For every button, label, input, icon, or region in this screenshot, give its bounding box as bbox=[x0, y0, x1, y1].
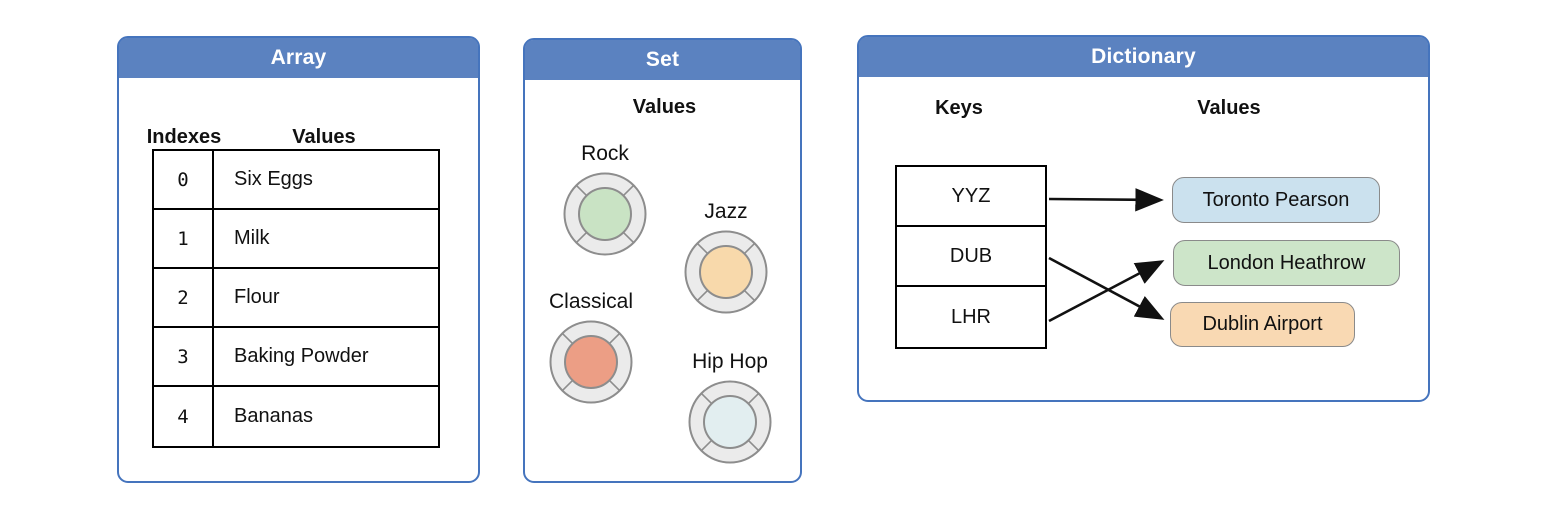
record-disc-icon bbox=[549, 320, 633, 404]
array-values-heading: Values bbox=[292, 126, 356, 148]
table-row: 3 Baking Powder bbox=[154, 328, 438, 387]
array-value: Milk bbox=[234, 227, 270, 249]
dictionary-values-heading: Values bbox=[1197, 97, 1261, 119]
dictionary-key: DUB bbox=[897, 227, 1045, 287]
record-disc-icon bbox=[688, 380, 772, 464]
set-item-label: Hip Hop bbox=[692, 350, 768, 373]
set-values-heading: Values bbox=[632, 96, 697, 118]
table-row: 0 Six Eggs bbox=[154, 151, 438, 210]
set-panel-title: Set bbox=[525, 40, 800, 80]
array-value: Bananas bbox=[234, 405, 313, 427]
array-index: 3 bbox=[154, 328, 214, 385]
arrow-yyz-to-toronto bbox=[1048, 188, 1164, 212]
set-item-hip-hop: Hip Hop bbox=[670, 350, 790, 467]
dictionary-key: YYZ bbox=[897, 167, 1045, 227]
dictionary-panel-title: Dictionary bbox=[859, 37, 1428, 77]
table-row: 1 Milk bbox=[154, 210, 438, 269]
dictionary-value-pill: Dublin Airport bbox=[1170, 302, 1355, 347]
dictionary-value-pill: Toronto Pearson bbox=[1172, 177, 1380, 223]
table-row: 4 Bananas bbox=[154, 387, 438, 446]
record-disc-icon bbox=[563, 172, 647, 256]
array-index: 0 bbox=[154, 151, 214, 208]
set-item-label: Jazz bbox=[704, 200, 748, 223]
set-item-classical: Classical bbox=[531, 290, 651, 407]
array-index: 1 bbox=[154, 210, 214, 267]
set-item-label: Rock bbox=[581, 142, 629, 165]
array-indexes-heading: Indexes bbox=[146, 126, 222, 148]
set-panel: Set Values Rock Jazz bbox=[523, 38, 802, 483]
dictionary-keys-heading: Keys bbox=[935, 97, 983, 119]
array-panel-title: Array bbox=[119, 38, 478, 78]
set-item-rock: Rock bbox=[545, 142, 665, 259]
dictionary-value-pill: London Heathrow bbox=[1173, 240, 1400, 286]
array-value: Six Eggs bbox=[234, 168, 313, 190]
set-item-jazz: Jazz bbox=[666, 200, 786, 317]
dictionary-panel: Dictionary Keys Values YYZ DUB LHR Toron… bbox=[857, 35, 1430, 402]
record-disc-icon bbox=[684, 230, 768, 314]
arrow-dub-to-dublin bbox=[1048, 256, 1165, 320]
arrow-lhr-to-london bbox=[1048, 260, 1165, 323]
array-value: Baking Powder bbox=[234, 345, 369, 367]
array-value: Flour bbox=[234, 286, 280, 308]
array-index: 4 bbox=[154, 387, 214, 446]
dictionary-keys-table: YYZ DUB LHR bbox=[895, 165, 1047, 349]
set-item-label: Classical bbox=[548, 290, 634, 313]
dictionary-key: LHR bbox=[950, 305, 991, 328]
table-row: 2 Flour bbox=[154, 269, 438, 328]
array-table: 0 Six Eggs 1 Milk 2 Flour 3 Baking Powde… bbox=[152, 149, 440, 448]
array-panel: Array Indexes Values 0 Six Eggs 1 Milk 2… bbox=[117, 36, 480, 483]
array-index: 2 bbox=[154, 269, 214, 326]
